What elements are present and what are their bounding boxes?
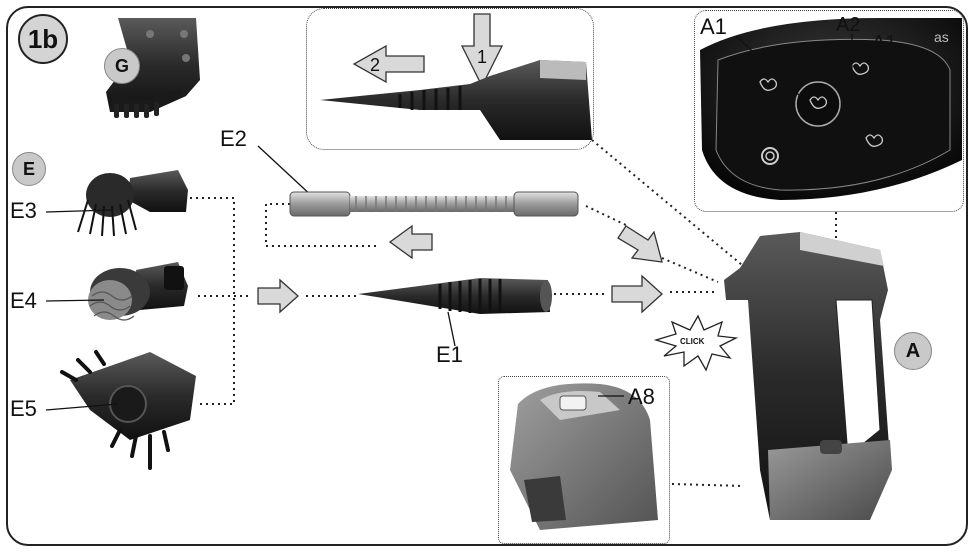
nozzle-detail-image — [320, 60, 592, 140]
label-e-badge: E — [12, 152, 46, 186]
step-1-label: 1 — [477, 46, 487, 68]
steamer-a-image — [724, 232, 892, 520]
label-e5: E5 — [10, 398, 37, 420]
label-a8: A8 — [628, 386, 655, 408]
nozzle-e5-image — [62, 352, 196, 468]
hose-e2-image — [290, 192, 578, 216]
label-a1-left: A1 — [700, 16, 727, 38]
arrow-step-2 — [354, 46, 424, 82]
label-e3: E3 — [10, 200, 37, 222]
label-e2: E2 — [220, 128, 247, 150]
label-e4: E4 — [10, 290, 37, 312]
step-2-label: 2 — [370, 54, 380, 76]
arrow-back-left — [390, 226, 432, 258]
arrow-hose-to-steamer — [618, 226, 662, 262]
brush-e3-image — [78, 170, 188, 236]
arrow-to-nozzle — [258, 280, 298, 312]
label-a2: A2 — [836, 14, 860, 36]
brush-e4-image — [88, 262, 188, 320]
click-text: CLICK — [680, 338, 704, 346]
nozzle-e1-image — [358, 278, 552, 314]
control-panel-image — [700, 18, 962, 200]
label-a-badge: A — [894, 332, 932, 370]
label-a1-right: A1 — [872, 32, 896, 54]
brand-fragment: as — [934, 26, 949, 48]
label-e1: E1 — [436, 344, 463, 366]
label-g-badge: G — [104, 48, 140, 84]
arrow-to-steamer — [612, 276, 662, 312]
